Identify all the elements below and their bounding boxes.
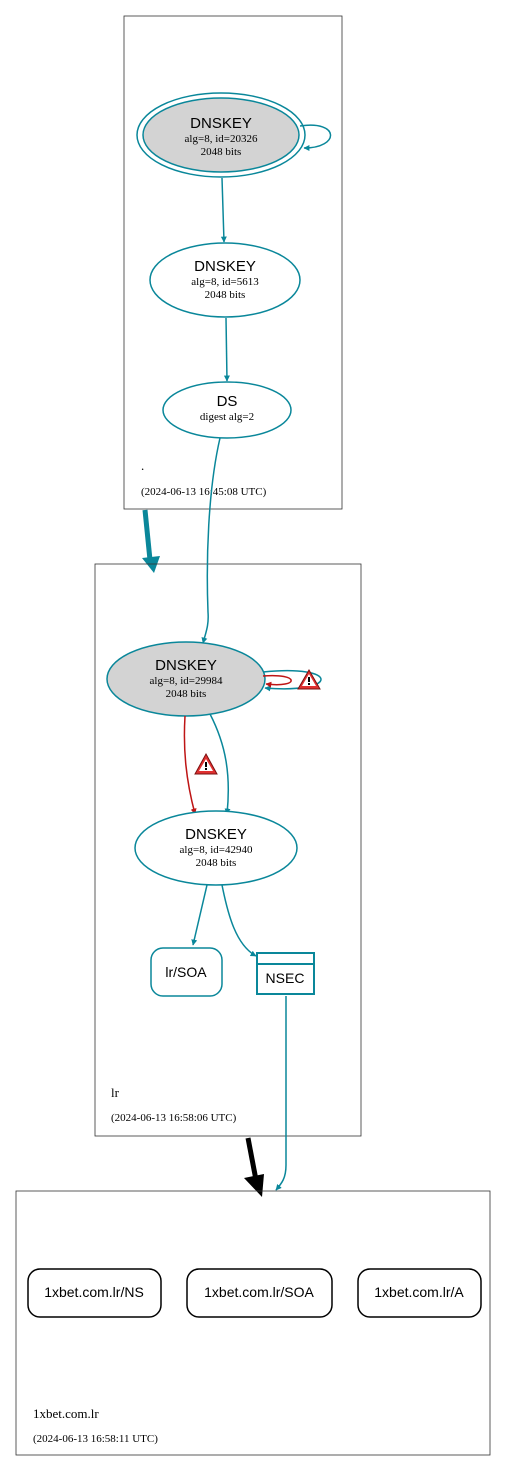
delegation-lr-to-target-arrowhead xyxy=(244,1174,264,1197)
lr-ksk-bits: 2048 bits xyxy=(166,688,207,700)
lr-zsk-alg: alg=8, id=42940 xyxy=(180,844,253,856)
zone-target-box xyxy=(15,1190,491,1456)
lr-zsk-node[interactable]: DNSKEY alg=8, id=42940 2048 bits xyxy=(134,810,298,886)
lr-ds-title: DS xyxy=(217,393,238,410)
zone-lr-timestamp: (2024-06-13 16:58:06 UTC) xyxy=(111,1112,237,1124)
zone-root-timestamp: (2024-06-13 16:45:08 UTC) xyxy=(141,486,267,498)
zone-root-name: . xyxy=(141,458,144,473)
lr-ds-digest: digest alg=2 xyxy=(200,411,254,423)
target-a-label: 1xbet.com.lr/A xyxy=(374,1284,464,1300)
lr-nsec-node[interactable]: NSEC xyxy=(256,952,315,995)
zone-target-timestamp: (2024-06-13 16:58:11 UTC) xyxy=(33,1433,158,1445)
root-ksk-to-zsk-edge xyxy=(220,177,227,243)
root-ksk-title: DNSKEY xyxy=(190,115,252,132)
root-ksk-bits: 2048 bits xyxy=(201,146,242,158)
lr-ds-node[interactable]: DS digest alg=2 xyxy=(162,381,292,439)
root-zsk-bits: 2048 bits xyxy=(205,289,246,301)
root-zsk-node[interactable]: DNSKEY alg=8, id=5613 2048 bits xyxy=(149,242,301,318)
target-a-node[interactable]: 1xbet.com.lr/A xyxy=(357,1268,482,1318)
target-soa-node[interactable]: 1xbet.com.lr/SOA xyxy=(186,1268,333,1318)
warning-icon xyxy=(297,669,321,690)
root-ksk-alg: alg=8, id=20326 xyxy=(185,133,258,145)
lr-nsec-label: NSEC xyxy=(266,970,305,986)
lr-zsk-bits: 2048 bits xyxy=(196,857,237,869)
lr-ksk-node[interactable]: DNSKEY alg=8, id=29984 2048 bits xyxy=(106,641,266,717)
zone-lr: lr (2024-06-13 16:58:06 UTC) xyxy=(94,563,362,1137)
delegation-root-to-lr-edge xyxy=(142,509,153,561)
warning-icon xyxy=(194,752,218,775)
zone-root: . (2024-06-13 16:45:08 UTC) xyxy=(123,15,343,510)
target-ns-label: 1xbet.com.lr/NS xyxy=(44,1284,144,1300)
lr-ksk-to-zsk-edge-teal xyxy=(209,713,231,815)
lr-ksk-title: DNSKEY xyxy=(155,657,217,674)
lr-zsk-to-soa-edge xyxy=(191,884,208,946)
lr-soa-node[interactable]: lr/SOA xyxy=(150,947,223,997)
lr-ksk-self-edge-teal xyxy=(262,669,322,692)
zone-lr-name: lr xyxy=(111,1085,120,1100)
lr-ksk-alg: alg=8, id=29984 xyxy=(150,675,223,687)
zone-target-name: 1xbet.com.lr xyxy=(33,1406,99,1421)
target-ns-node[interactable]: 1xbet.com.lr/NS xyxy=(27,1268,162,1318)
zone-root-box xyxy=(123,15,343,510)
lr-soa-label: lr/SOA xyxy=(165,964,207,980)
delegation-lr-to-target-edge xyxy=(245,1137,259,1181)
lr-zsk-title: DNSKEY xyxy=(185,826,247,843)
nsec-to-target-edge xyxy=(275,996,287,1191)
target-soa-label: 1xbet.com.lr/SOA xyxy=(204,1284,314,1300)
lr-ksk-to-zsk-edge-red xyxy=(183,715,197,815)
zone-lr-box xyxy=(94,563,362,1137)
delegation-root-to-lr-arrowhead xyxy=(142,556,160,573)
root-zsk-to-ds-edge xyxy=(223,317,230,382)
lr-ksk-self-edge-red xyxy=(262,674,292,688)
root-ksk-node[interactable]: DNSKEY alg=8, id=20326 2048 bits xyxy=(136,92,306,178)
lr-zsk-to-nsec-edge xyxy=(221,884,257,957)
root-ksk-self-edge xyxy=(299,124,332,151)
root-zsk-title: DNSKEY xyxy=(194,258,256,275)
ds-to-lr-ksk-edge xyxy=(201,437,221,644)
zone-target: 1xbet.com.lr (2024-06-13 16:58:11 UTC) xyxy=(15,1190,491,1456)
root-zsk-alg: alg=8, id=5613 xyxy=(191,276,259,288)
